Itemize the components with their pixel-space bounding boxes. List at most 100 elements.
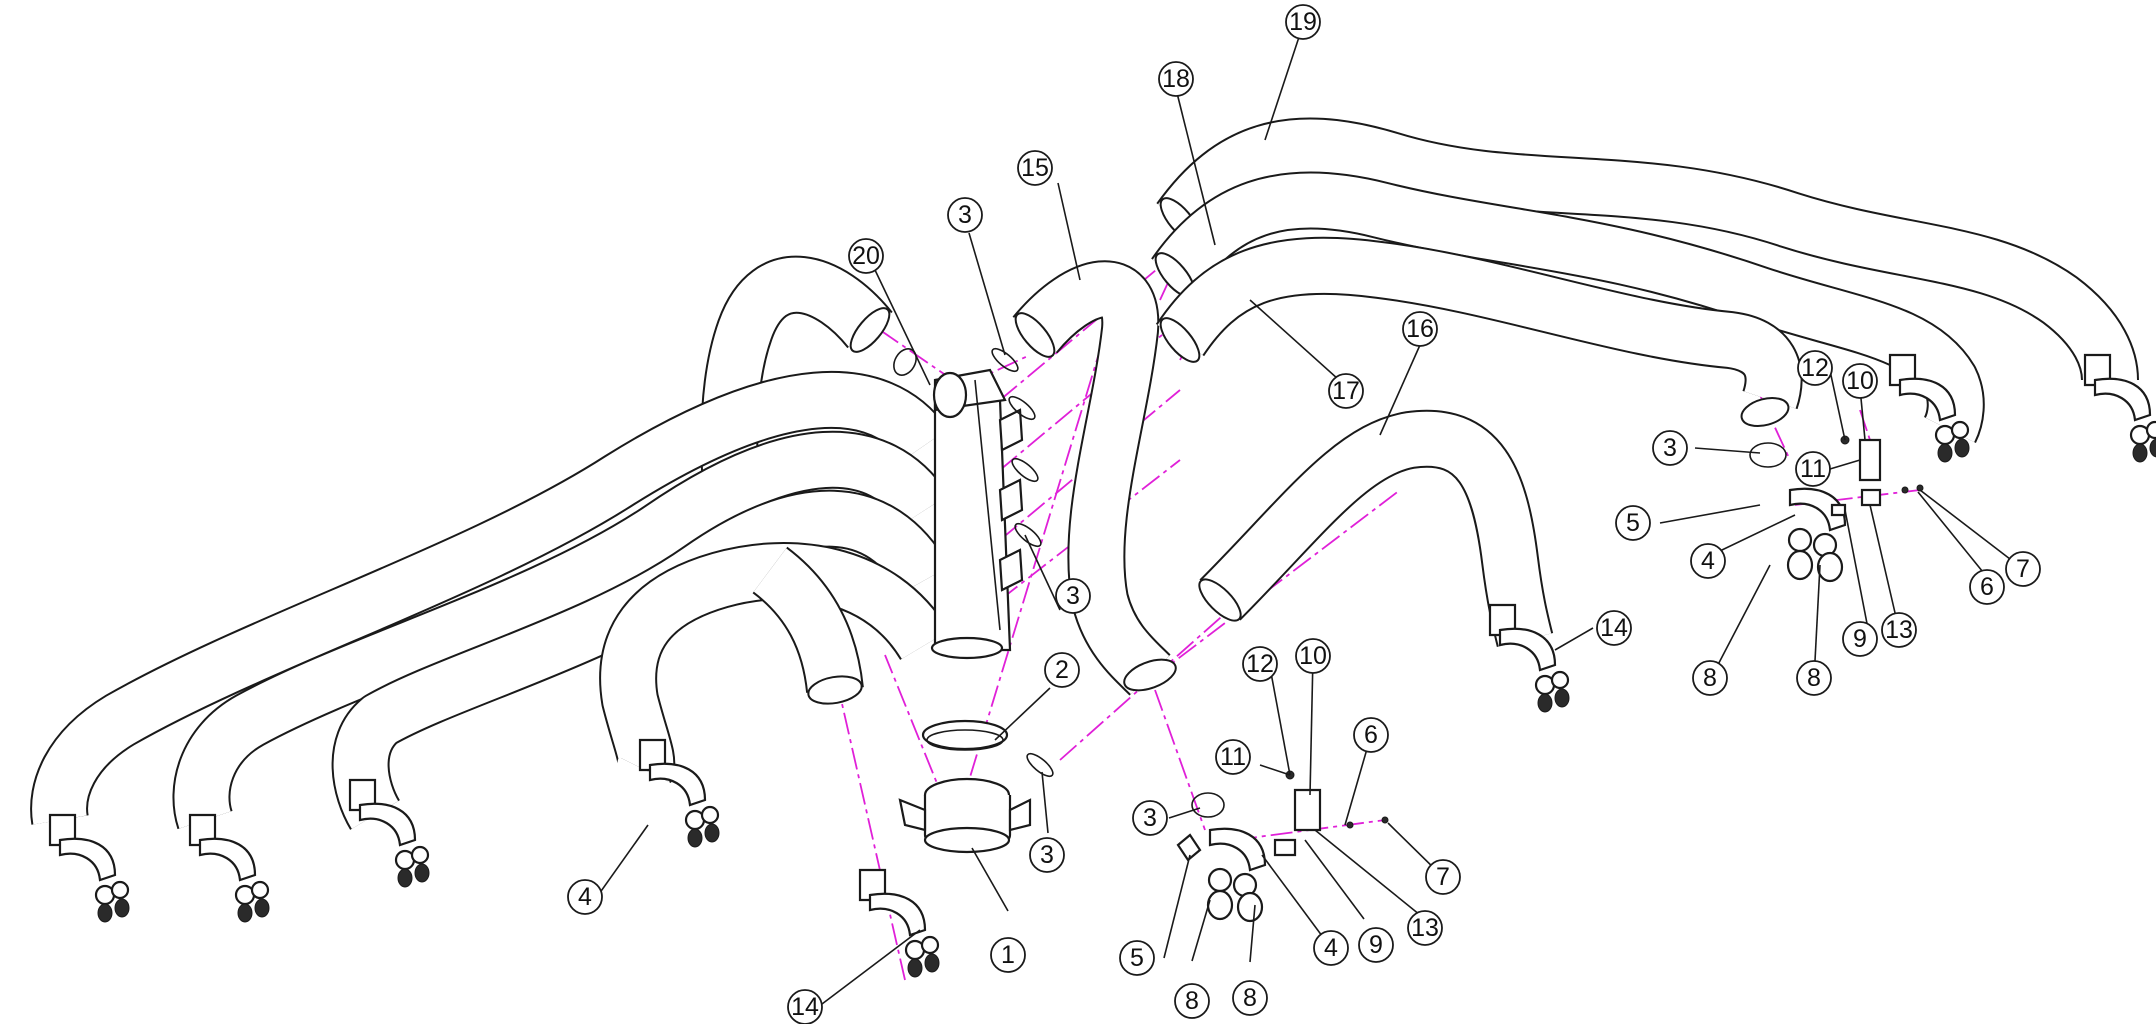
valve-j: [2083, 353, 2156, 463]
svg-text:7: 7: [1436, 863, 1450, 891]
valve-d: [638, 738, 720, 848]
callout-18: 18: [1158, 61, 1194, 97]
svg-text:12: 12: [1246, 650, 1274, 678]
svg-text:18: 18: [1162, 65, 1190, 93]
svg-text:10: 10: [1846, 367, 1874, 395]
valve-a: [48, 813, 130, 923]
svg-text:13: 13: [1885, 616, 1913, 644]
hose-15: [1012, 260, 1177, 696]
callout-4: 4: [567, 879, 603, 915]
callout-7: 7: [1425, 859, 1461, 895]
svg-text:4: 4: [578, 883, 592, 911]
svg-text:11: 11: [1220, 743, 1246, 771]
callout-15: 15: [1017, 150, 1053, 186]
svg-text:2: 2: [1055, 656, 1069, 684]
callout-2: 2: [1044, 652, 1080, 688]
callout-17: 17: [1328, 373, 1364, 409]
callout-10: 10: [1842, 363, 1878, 399]
valve-f: [1206, 827, 1267, 923]
svg-text:16: 16: [1406, 315, 1434, 343]
svg-text:3: 3: [1143, 804, 1157, 832]
callout-9: 9: [1358, 927, 1394, 963]
callout-1: 1: [990, 937, 1026, 973]
callout-3: 3: [1029, 837, 1065, 873]
svg-text:10: 10: [1299, 642, 1327, 670]
callout-7: 7: [2005, 551, 2041, 587]
callout-9: 9: [1842, 621, 1878, 657]
hose-long-3: [331, 489, 951, 830]
valve-e: [858, 868, 940, 978]
svg-text:3: 3: [1040, 841, 1054, 869]
callout-8: 8: [1232, 980, 1268, 1016]
svg-text:8: 8: [1243, 984, 1257, 1012]
hose-long-1: [30, 370, 949, 825]
svg-text:20: 20: [852, 242, 880, 270]
svg-text:11: 11: [1800, 455, 1826, 483]
svg-text:13: 13: [1411, 914, 1439, 942]
svg-text:3: 3: [1663, 434, 1677, 462]
callout-6: 6: [1353, 717, 1389, 753]
manifold-column: [930, 368, 1024, 660]
svg-text:3: 3: [1066, 582, 1080, 610]
hose-short-lower: [751, 546, 864, 705]
callout-5: 5: [1119, 940, 1155, 976]
callout-10: 10: [1295, 638, 1331, 674]
valve-i: [1888, 353, 1970, 463]
svg-text:14: 14: [791, 993, 819, 1021]
callout-3: 3: [947, 197, 983, 233]
callout-14: 14: [787, 989, 823, 1024]
svg-text:4: 4: [1324, 934, 1338, 962]
callout-3: 3: [1132, 800, 1168, 836]
svg-text:4: 4: [1701, 547, 1715, 575]
svg-text:19: 19: [1289, 8, 1317, 36]
hose-long-4: [599, 542, 950, 783]
svg-text:5: 5: [1626, 509, 1640, 537]
svg-text:8: 8: [1703, 664, 1717, 692]
svg-text:3: 3: [958, 201, 972, 229]
callout-3: 3: [1055, 578, 1091, 614]
hose-16: [1198, 409, 1554, 648]
hose-18: [1151, 171, 1985, 443]
svg-text:1: 1: [1001, 941, 1015, 969]
valve-h: [1786, 487, 1847, 583]
svg-text:14: 14: [1600, 614, 1628, 642]
valve-c: [348, 778, 430, 888]
valve-g: [1488, 603, 1570, 713]
hoses: [30, 117, 2139, 830]
callout-20: 20: [848, 238, 884, 274]
callout-4: 4: [1313, 930, 1349, 966]
svg-text:9: 9: [1853, 625, 1867, 653]
hose-17: [1155, 236, 1803, 428]
callout-8: 8: [1692, 660, 1728, 696]
hose-long-2: [172, 430, 950, 830]
callout-3: 3: [1652, 430, 1688, 466]
callout-13: 13: [1881, 612, 1917, 648]
svg-text:12: 12: [1801, 354, 1829, 382]
callout-4: 4: [1690, 543, 1726, 579]
callout-5: 5: [1615, 505, 1651, 541]
svg-text:5: 5: [1130, 944, 1144, 972]
svg-text:9: 9: [1369, 931, 1383, 959]
svg-text:8: 8: [1185, 987, 1199, 1015]
callout-8: 8: [1174, 983, 1210, 1019]
clamps: [893, 347, 1787, 818]
svg-text:7: 7: [2016, 555, 2030, 583]
hose-19: [1156, 117, 2139, 382]
callout-6: 6: [1969, 569, 2005, 605]
valve-b: [188, 813, 270, 923]
callout-12: 12: [1242, 646, 1278, 682]
callout-16: 16: [1402, 311, 1438, 347]
leader-lines: [598, 33, 2024, 1005]
callouts: 1 2 3 3 3 3 3 4 4 4 5 5 6 6 7 7 8 8 8 8 …: [567, 4, 2041, 1024]
callout-11: 11: [1795, 451, 1831, 487]
callout-8: 8: [1796, 660, 1832, 696]
callout-19: 19: [1285, 4, 1321, 40]
callout-12: 12: [1797, 350, 1833, 386]
base-fitting: [898, 719, 1032, 854]
svg-text:6: 6: [1364, 721, 1378, 749]
svg-text:15: 15: [1021, 154, 1049, 182]
valve-assemblies: [48, 353, 2156, 978]
svg-text:6: 6: [1980, 573, 1994, 601]
callout-11: 11: [1215, 739, 1251, 775]
